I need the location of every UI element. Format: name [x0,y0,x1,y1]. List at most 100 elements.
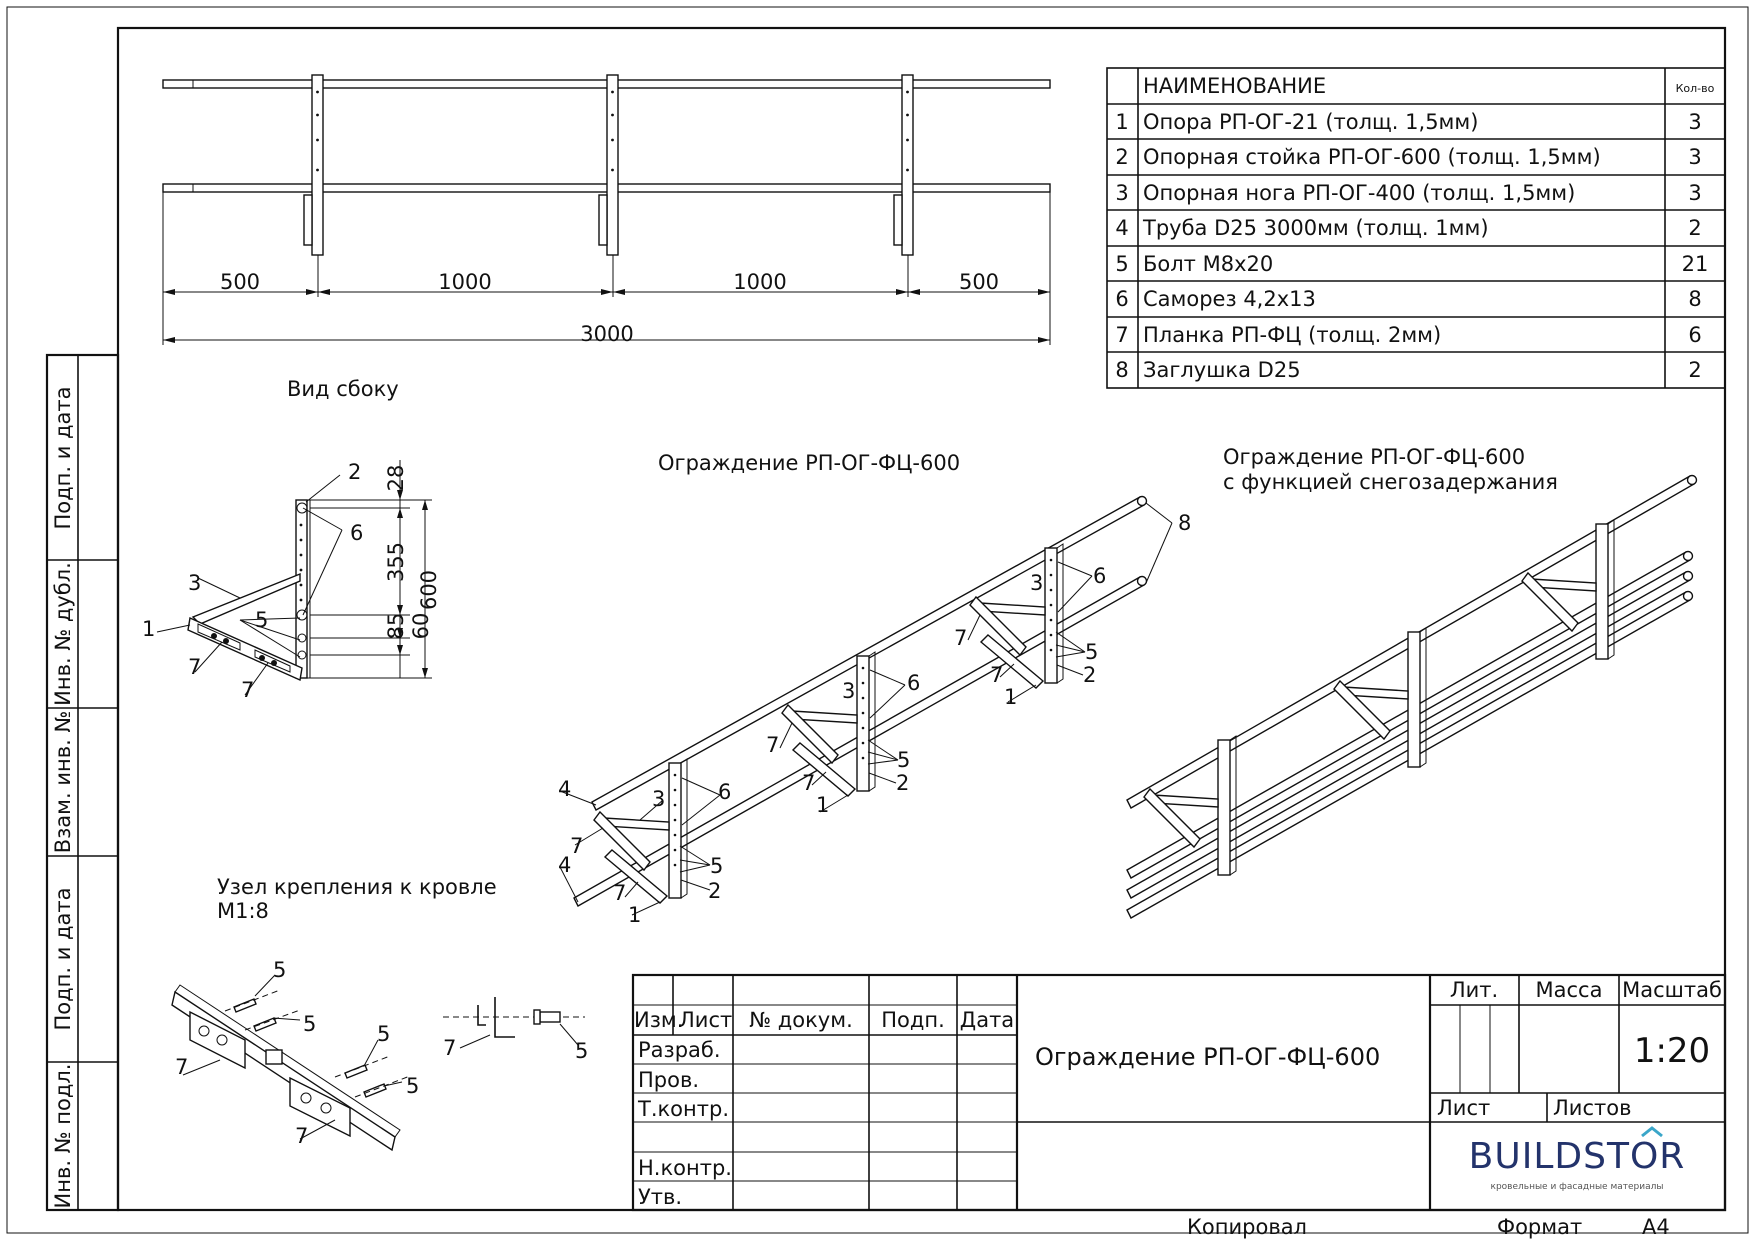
spec-row-qty: 3 [1688,110,1701,134]
iso-post-3 [969,543,1064,689]
spec-row-name: Опорная нога РП-ОГ-400 (толщ. 1,5мм) [1143,181,1575,205]
tb-sheets: Листов [1553,1096,1631,1120]
iso-label-4b: 4 [558,853,571,877]
iso-post-1 [593,758,688,904]
tb-col-sign: Подп. [881,1008,945,1032]
stamp-label-sign-date-1: Подп. и дата [51,386,75,529]
stamp-label-sign-date-2: Подп. и дата [51,887,75,1030]
snow-post-3 [1521,519,1615,660]
iso-label-7e: 7 [954,626,967,650]
side-dim-355: 355 [384,542,408,582]
spec-header-name: НАИМЕНОВАНИЕ [1143,74,1326,98]
spec-row-name: Планка РП-ФЦ (толщ. 2мм) [1143,323,1441,347]
detail-label-7c: 7 [443,1036,456,1060]
spec-row-num: 6 [1115,287,1128,311]
detail-view: Узел крепления к кровле М1:8 5 5 5 5 7 7 [171,875,588,1152]
spec-header-qty: Кол-во [1676,82,1715,95]
iso-post-2 [781,651,876,797]
spec-row-num: 8 [1115,358,1128,382]
side-label-7b: 7 [241,678,254,702]
tb-scale-label: Масштаб [1622,978,1722,1002]
buildstor-logo: BUILDSTOR [1469,1136,1686,1177]
iso-label-2a: 2 [708,879,721,903]
iso-label-5a: 5 [710,854,723,878]
iso-label-1b: 1 [816,793,829,817]
iso-label-1a: 1 [628,903,641,927]
iso-label-6c: 6 [1093,564,1106,588]
tb-sheet: Лист [1437,1096,1490,1120]
spec-row-qty: 3 [1688,181,1701,205]
iso-label-4a: 4 [558,777,571,801]
iso-label-8: 8 [1178,511,1191,535]
spec-row-num: 3 [1115,181,1128,205]
dim-1000-a: 1000 [438,270,491,294]
side-label-7a: 7 [188,655,201,679]
tb-doc-title: Ограждение РП-ОГ-ФЦ-600 [1035,1043,1380,1071]
dim-1000-b: 1000 [733,270,786,294]
side-label-2: 2 [348,460,361,484]
iso-label-5b: 5 [897,748,910,772]
tb-scale-value: 1:20 [1634,1031,1710,1071]
side-view-title: Вид сбоку [287,377,399,401]
footer: Копировал Формат А4 [1187,1215,1670,1239]
tb-col-date: Дата [960,1008,1014,1032]
tb-col-izm: Изм. [634,1008,683,1032]
front-post-3 [893,74,914,262]
iso-label-7c: 7 [766,733,779,757]
spec-row-qty: 3 [1688,145,1701,169]
iso-snow-title-1: Ограждение РП-ОГ-ФЦ-600 [1223,445,1525,469]
spec-row-qty: 6 [1688,323,1701,347]
front-post-1 [303,74,324,262]
detail-title-2: М1:8 [217,899,269,923]
detail-label-5e: 5 [575,1039,588,1063]
spec-row-name: Саморез 4,2х13 [1143,287,1316,311]
detail-label-5b: 5 [303,1012,316,1036]
side-dim-85: 85 [384,613,408,640]
iso-label-3b: 3 [842,679,855,703]
outer-border [6,6,1749,1234]
detail-label-7b: 7 [295,1124,308,1148]
detail-label-5c: 5 [377,1022,390,1046]
detail-label-7a: 7 [175,1055,188,1079]
snow-post-1 [1143,735,1237,876]
spec-row-qty: 21 [1682,252,1709,276]
side-stamp: Подп. и дата Инв. № дубл. Взам. инв. № П… [45,353,120,1212]
front-post-2 [598,74,619,262]
dim-3000: 3000 [580,322,633,346]
iso-view: Ограждение РП-ОГ-ФЦ-600 [558,451,1191,927]
spec-row-qty: 2 [1688,216,1701,240]
spec-row-name: Труба D25 3000мм (толщ. 1мм) [1142,216,1489,240]
side-dim-28: 28 [384,465,408,492]
logo-tagline: кровельные и фасадные материалы [1491,1182,1664,1192]
detail-label-5d: 5 [406,1074,419,1098]
iso-label-2b: 2 [896,771,909,795]
spec-row-num: 4 [1115,216,1128,240]
iso-label-3c: 3 [1030,571,1043,595]
dim-500-right: 500 [959,270,999,294]
tb-role-prov: Пров. [638,1068,699,1092]
iso-view-title: Ограждение РП-ОГ-ФЦ-600 [658,451,960,475]
tb-role-utv: Утв. [638,1185,682,1209]
spec-row-name: Болт М8х20 [1143,252,1273,276]
side-view: Вид сбоку 28 355 85 60 600 [142,377,441,702]
stamp-label-dup-inv: Инв. № дубл. [51,562,75,706]
snow-post-2 [1333,627,1427,768]
footer-copied: Копировал [1187,1215,1307,1239]
iso-snow-title-2: с функцией снегозадержания [1223,470,1558,494]
tb-role-nkontr: Н.контр. [638,1156,732,1180]
spec-row-num: 5 [1115,252,1128,276]
spec-row-num: 7 [1115,323,1128,347]
stamp-label-orig-inv: Инв. № подл. [51,1064,75,1209]
iso-label-6b: 6 [907,671,920,695]
spec-table: НАИМЕНОВАНИЕ Кол-во 1 Опора РП-ОГ-21 (то… [1106,67,1726,389]
tb-role-tkontr: Т.контр. [637,1097,729,1121]
spec-row-num: 1 [1115,110,1128,134]
iso-label-5c: 5 [1085,640,1098,664]
iso-label-1c: 1 [1004,685,1017,709]
iso-label-6a: 6 [718,780,731,804]
tb-mass: Масса [1536,978,1603,1002]
iso-label-7a: 7 [570,834,583,858]
tb-col-list: Лист [679,1008,732,1032]
stamp-label-replace-inv: Взам. инв. № [51,711,75,854]
logo-roof-icon [1641,1126,1663,1138]
